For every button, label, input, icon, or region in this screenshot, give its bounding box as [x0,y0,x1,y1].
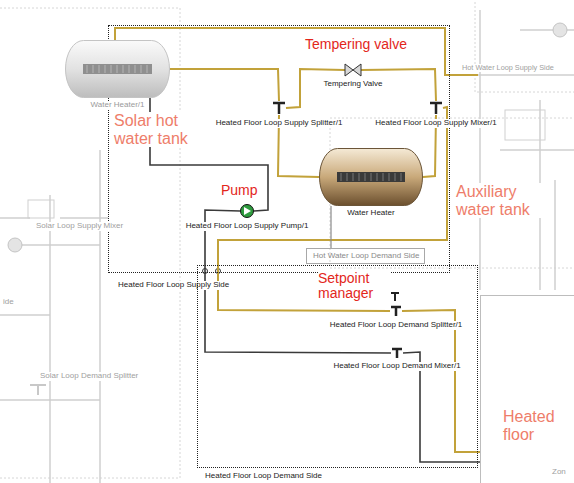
pump-symbol [240,204,254,218]
splitter-symbol [272,101,286,115]
faded-loop-outline [0,8,180,478]
setpoint-node-symbol [391,293,399,301]
element-coil [341,173,342,181]
annotation: Auxiliary water tank [456,183,546,218]
annotation: Solar hot water tank [114,112,209,147]
component-label: Heated Floor Loop Supply Splitter/1 [215,119,344,128]
element-coil [359,173,360,181]
element-coil [347,173,348,181]
pipe-connector [205,210,391,353]
mixer-symbol [429,101,443,115]
component-label: Heated Floor Loop Supply Pump/1 [185,222,310,231]
element-coil [389,173,390,181]
annotation: Tempering valve [305,37,407,52]
faded-component [505,110,545,140]
splitter-symbol [390,305,402,317]
element-coil [99,65,100,73]
faded-splitter-symbol [30,385,46,395]
faded-component-label: Solar Loop Supply Mixer [36,222,123,231]
element-coil [353,173,354,181]
component-label: Heated Floor Loop Demand Splitter/1 [329,321,464,330]
element-coil [377,173,378,181]
faded-pump-symbol [8,238,22,252]
loop-label: Heated Floor Loop Supply Side [117,281,230,290]
faded-zone-label: Zon [552,468,566,477]
tank-body [66,41,170,98]
tee-symbol [430,103,442,114]
element-coil [365,173,366,181]
component-label: Heated Floor Loop Supply Mixer/1 [374,119,497,128]
element-coil [123,65,124,73]
loop-label: Heated Floor Loop Demand Side [204,472,323,481]
faded-pipe [0,150,108,483]
element-coil [117,65,118,73]
pump-arrow [244,207,251,215]
tank-body [320,149,423,206]
tee-symbol [391,307,401,316]
element-coil [371,173,372,181]
solar-water-tank: Water Heater/1 [65,40,170,98]
auxiliary-water-tank: Water Heater [319,148,423,206]
element-coil [87,65,88,73]
element-coil [395,173,396,181]
pipe-connector [330,206,331,248]
component-label: Water Heater [346,209,395,218]
faded-pump-symbol [553,23,567,37]
element-coil [141,65,142,73]
faded-pipe [478,10,574,290]
annotation: Pump [221,183,258,198]
mixer-symbol [391,347,403,359]
mixer: Heated Floor Loop Demand Mixer/1 [391,347,403,359]
faded-component-label: Solar Loop Demand Splitter [40,372,138,381]
heating-element [337,172,405,182]
auxiliary-water-tank-symbol [319,148,423,206]
tee-symbol [392,349,402,358]
pipe-connector [218,107,447,311]
component-label: Water Heater/1 [90,101,146,110]
tempering-valve: Tempering Valve [345,63,361,77]
element-coil [129,65,130,73]
component-label: Tempering Valve [323,80,384,89]
element-coil [401,173,402,181]
element-coil [383,173,384,181]
splitter: Heated Floor Loop Supply Splitter/1 [272,101,286,115]
tempering-valve-symbol [345,63,361,77]
element-coil [147,65,148,73]
annotation: Setpoint manager [318,271,390,302]
element-coil [111,65,112,73]
valve-symbol [345,64,361,76]
pipe-connector [170,69,279,101]
element-coil [105,65,106,73]
component-label: Heated Floor Loop Demand Mixer/1 [332,362,461,371]
pipe-connector [402,310,480,452]
tee-symbol [273,103,285,114]
faded-loop-label: ide [3,298,14,307]
faded-loop-outline [475,0,574,92]
heated-floor-zone: Heated floor [480,295,574,483]
heating-element [83,64,152,74]
splitter: Heated Floor Loop Demand Splitter/1 [390,305,402,317]
loop-label: Hot Water Loop Demand Side [313,252,419,261]
solar-water-tank-symbol [65,40,170,98]
pump-symbol [241,205,254,218]
zone-label: Heated floor [503,408,573,443]
element-coil [93,65,94,73]
element-coil [135,65,136,73]
loop-box: Hot Water Loop Demand Side [306,248,425,264]
faded-mixer-symbol [28,200,54,218]
pump: Heated Floor Loop Supply Pump/1 [240,204,254,218]
mixer: Heated Floor Loop Supply Mixer/1 [429,101,443,115]
faded-loop-label: Hot Water Loop Supply Side [462,64,554,72]
